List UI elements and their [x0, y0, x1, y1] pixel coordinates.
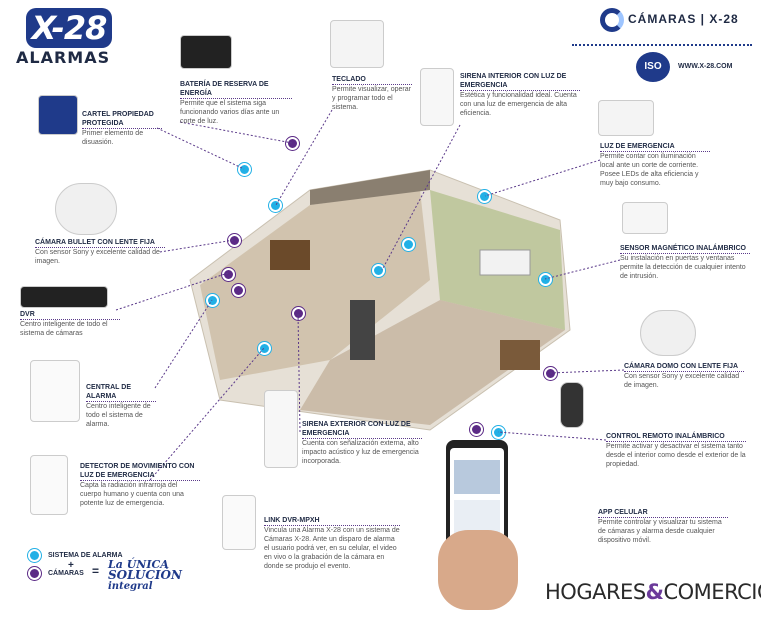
camera-marker — [544, 367, 557, 380]
legend: SISTEMA DE ALARMA + CÁMARAS = La ÚNICA S… — [8, 545, 208, 615]
sign-image — [38, 95, 78, 135]
alarm-marker — [539, 273, 552, 286]
feature-control: CONTROL REMOTO INALÁMBRICO Permite activ… — [606, 433, 746, 468]
feature-bateria: BATERÍA DE RESERVA DE ENERGÍA Permite qu… — [180, 80, 292, 126]
house-illustration — [189, 169, 571, 431]
alarm-marker — [492, 426, 505, 439]
slogan: La ÚNICA SOLUCIÓN integral — [108, 558, 182, 592]
alarm-marker — [238, 163, 251, 176]
footer-tagline: HOGARES&COMERCIOS — [545, 580, 761, 604]
motion-detector-image — [30, 455, 68, 515]
link-dvr-image — [222, 495, 256, 550]
keypad-image — [330, 20, 384, 68]
phone-image — [428, 440, 528, 620]
magnetic-sensor-image — [622, 202, 668, 234]
alarm-legend-dot — [28, 549, 41, 562]
alarm-marker — [258, 342, 271, 355]
camera-legend-dot — [28, 567, 41, 580]
header-divider — [572, 44, 752, 46]
x28-logo: X-28 ALARMAS — [8, 8, 120, 68]
bullet-camera-image — [55, 183, 117, 235]
alarm-marker — [269, 199, 282, 212]
feature-app: APP CELULAR Permite controlar y visualiz… — [598, 508, 728, 545]
emergency-light-image — [598, 100, 654, 136]
indoor-siren-image — [420, 68, 454, 126]
camera-marker — [286, 137, 299, 150]
alarm-marker — [402, 238, 415, 251]
camera-marker — [222, 268, 235, 281]
camera-marker — [470, 423, 483, 436]
feature-sirena-interior: SIRENA INTERIOR CON LUZ DE EMERGENCIA Es… — [460, 72, 580, 118]
feature-camara-domo: CÁMARA DOMO CON LENTE FIJA Con sensor So… — [624, 362, 744, 390]
remote-control-image — [560, 382, 584, 428]
logo-main: X-28 — [26, 8, 112, 48]
feature-dvr: DVR Centro inteligente de todo el sistem… — [20, 310, 120, 338]
alarm-marker — [372, 264, 385, 277]
feature-cartel: CARTEL PROPIEDAD PROTEGIDA Primer elemen… — [82, 110, 162, 147]
camera-marker — [228, 234, 241, 247]
feature-teclado: TECLADO Permite visualizar, operar y pro… — [332, 76, 412, 111]
outdoor-siren-image — [264, 390, 298, 468]
feature-central: CENTRAL DE ALARMA Centro inteligente de … — [86, 383, 156, 429]
dvr-image — [20, 286, 108, 308]
battery-image — [180, 35, 232, 69]
iso-badge: ISO — [636, 52, 670, 82]
alarm-panel-image — [30, 360, 80, 422]
feature-sirena-exterior: SIRENA EXTERIOR CON LUZ DE EMERGENCIA Cu… — [302, 420, 422, 466]
feature-sensor: SENSOR MAGNÉTICO INALÁMBRICO Su instalac… — [620, 244, 750, 281]
feature-detector: DETECTOR DE MOVIMIENTO CON LUZ DE EMERGE… — [80, 462, 200, 508]
logo-sub: ALARMAS — [16, 48, 111, 67]
dome-camera-image — [640, 310, 696, 356]
camaras-logo: CÁMARAS | X-28 — [600, 8, 750, 34]
feature-camara-bullet: CÁMARA BULLET CON LENTE FIJA Con sensor … — [35, 238, 165, 266]
camera-marker — [232, 284, 245, 297]
camera-marker — [292, 307, 305, 320]
alarm-marker — [206, 294, 219, 307]
feature-luz: LUZ DE EMERGENCIA Permite contar con ilu… — [600, 142, 710, 188]
website: WWW.X-28.COM — [678, 63, 733, 70]
alarm-marker — [478, 190, 491, 203]
camaras-logo-icon — [600, 8, 624, 32]
feature-link-dvr: LINK DVR-MPXH Vincula una Alarma X-28 co… — [264, 517, 400, 570]
